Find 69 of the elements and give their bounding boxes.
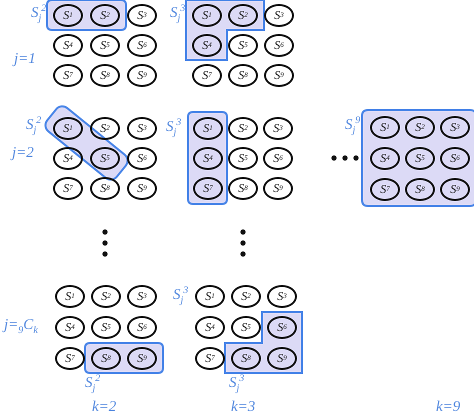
row-label: j=$_{9}$C$_{k}$ [4,318,38,336]
state-ellipse: S$^{5}$ [90,146,120,170]
state-ellipse: S$^{5}$ [228,146,258,170]
state-ellipse: S$^{1}$ [53,4,83,26]
state-ellipse: S$^{7}$ [195,346,225,370]
state-ellipse: S$^{8}$ [91,346,121,370]
state-ellipse: S$^{5}$ [405,146,435,170]
state-ellipse: S$^{4}$ [55,316,85,338]
state-ellipse: S$^{5}$ [90,34,120,56]
state-ellipse: S$^{3}$ [263,116,293,140]
state-ellipse: S$^{7}$ [370,178,400,200]
state-ellipse: S$^{9}$ [127,346,157,370]
state-ellipse: S$^{2}$ [91,284,121,308]
state-ellipse: S$^{7}$ [53,176,83,200]
state-ellipse: S$^{6}$ [267,316,297,338]
state-ellipse: S$^{2}$ [90,4,120,26]
state-ellipse: S$^{3}$ [264,4,294,26]
state-ellipse: S$^{2}$ [90,116,120,140]
state-ellipse: S$^{1}$ [53,116,83,140]
state-ellipse: S$^{5}$ [91,316,121,338]
state-ellipse: S$^{7}$ [193,176,223,200]
state-ellipse: S$^{8}$ [228,64,258,86]
state-ellipse: S$^{2}$ [228,4,258,26]
state-ellipse: S$^{4}$ [53,146,83,170]
state-ellipse: S$^{1}$ [55,284,85,308]
state-ellipse: S$^{8}$ [228,176,258,200]
state-ellipse: S$^{1}$ [192,4,222,26]
state-ellipse: S$^{8}$ [231,346,261,370]
state-ellipse: S$^{8}$ [405,178,435,200]
state-ellipse: S$^{1}$ [370,116,400,138]
row-label: j=2 [12,146,34,161]
state-ellipse: S$^{8}$ [90,64,120,86]
state-ellipse: S$^{8}$ [90,176,120,200]
state-ellipse: S$^{4}$ [193,146,223,170]
state-ellipse: S$^{6}$ [127,146,157,170]
state-ellipse: S$^{4}$ [53,34,83,56]
state-ellipse: S$^{9}$ [127,64,157,86]
state-ellipse: S$^{4}$ [192,34,222,56]
state-ellipse: S$^{1}$ [193,116,223,140]
state-ellipse: S$^{9}$ [264,64,294,86]
state-ellipse: S$^{6}$ [264,34,294,56]
state-ellipse: S$^{3}$ [127,4,157,26]
state-ellipse: S$^{4}$ [370,146,400,170]
column-label: k=9 [436,400,460,415]
state-ellipse: S$^{3}$ [127,116,157,140]
state-ellipse: S$^{3}$ [127,284,157,308]
state-ellipse: S$^{3}$ [267,284,297,308]
state-ellipse: S$^{9}$ [440,178,470,200]
state-ellipse: S$^{7}$ [53,64,83,86]
state-ellipse: S$^{4}$ [195,316,225,338]
state-ellipse: S$^{6}$ [127,34,157,56]
state-ellipse: S$^{7}$ [55,346,85,370]
column-label: k=2 [92,400,116,415]
state-ellipse: S$^{6}$ [440,146,470,170]
state-ellipse: S$^{2}$ [231,284,261,308]
state-ellipse: S$^{5}$ [231,316,261,338]
column-label: k=3 [231,400,256,415]
state-ellipse: S$^{5}$ [228,34,258,56]
state-ellipse: S$^{7}$ [192,64,222,86]
row-label: j=1 [14,52,36,67]
state-ellipse: S$^{9}$ [267,346,297,370]
state-ellipse: S$^{9}$ [263,176,293,200]
state-ellipse: S$^{3}$ [440,116,470,138]
state-ellipse: S$^{6}$ [127,316,157,338]
state-ellipse: S$^{6}$ [263,146,293,170]
state-ellipse: S$^{1}$ [195,284,225,308]
state-ellipse: S$^{9}$ [127,176,157,200]
state-ellipse: S$^{2}$ [228,116,258,140]
state-ellipse: S$^{2}$ [405,116,435,138]
